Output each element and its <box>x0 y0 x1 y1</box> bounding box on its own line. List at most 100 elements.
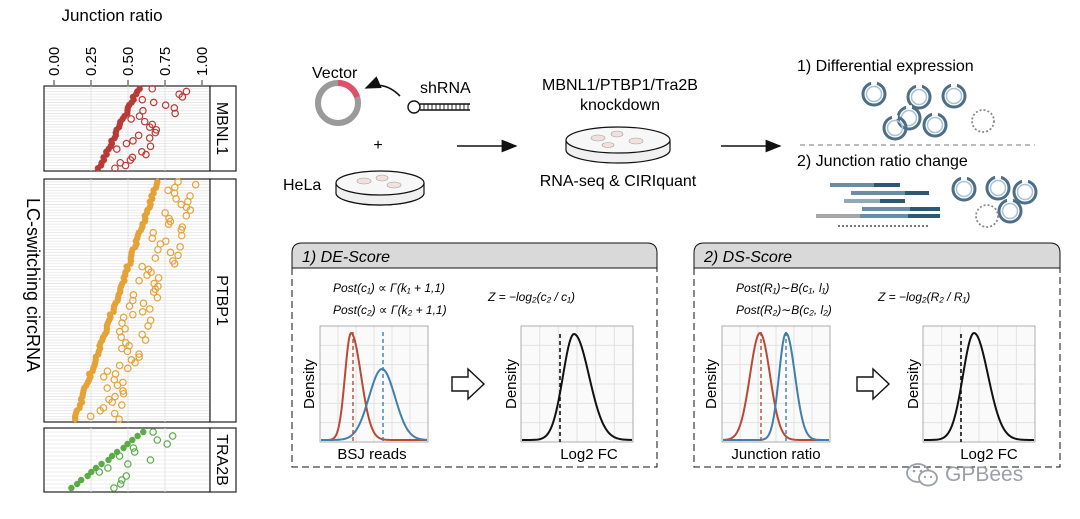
hollow-point <box>170 104 179 112</box>
filled-point <box>124 440 131 448</box>
hollow-point <box>186 192 194 200</box>
knockdown-dish-icon <box>565 126 671 164</box>
hollow-point <box>174 178 182 186</box>
hollow-point <box>135 353 143 361</box>
hollow-point <box>134 131 143 140</box>
facet-label: TRA2B <box>213 434 230 486</box>
circrna-ring-icon <box>922 112 948 138</box>
shrna-hairpin-icon <box>407 100 470 114</box>
de-formula-z: Z = −log₂(c₂ / c₁) <box>487 290 575 304</box>
circrna-ring-icon <box>975 204 999 228</box>
hollow-point <box>170 189 179 197</box>
facet-label: MBNL1 <box>213 102 230 155</box>
hollow-point <box>145 134 154 142</box>
hollow-point <box>168 432 177 440</box>
hollow-point <box>130 448 139 456</box>
hollow-point <box>129 137 137 145</box>
hollow-point <box>127 356 136 364</box>
filled-point <box>108 452 116 460</box>
watermark: GPBees <box>905 457 1065 493</box>
de-log2fc-curve <box>522 332 633 441</box>
sequencing-reads-icon <box>816 183 940 227</box>
hollow-point <box>153 436 162 444</box>
de-x-label-log2fc: Log2 FC <box>560 446 618 463</box>
filled-point <box>78 476 85 484</box>
filled-point <box>98 460 105 468</box>
de-density-label-b: Density <box>503 358 520 409</box>
ds-red-curve <box>722 331 829 441</box>
circrna-ring-icon <box>971 109 995 133</box>
watermark-text: GPBees <box>945 463 1024 486</box>
hollow-point <box>110 409 119 418</box>
plasmid-insert <box>337 80 360 99</box>
de-red-curve <box>321 331 427 441</box>
hollow-point <box>153 293 162 302</box>
hollow-point <box>169 257 177 265</box>
hollow-point <box>117 401 126 409</box>
hollow-point <box>191 180 200 189</box>
de-x-label-bsj-reads: BSJ reads <box>337 446 406 463</box>
circrna-ring-icon <box>906 84 932 110</box>
vector-label: Vector <box>312 65 358 82</box>
hollow-point <box>141 336 150 344</box>
hollow-point <box>145 305 154 313</box>
hollow-point <box>146 316 155 325</box>
facet-ptbp1: PTBP1 <box>43 178 237 423</box>
hollow-point <box>139 299 148 308</box>
de-formula-post-c1: Post(c₁) ∝ Γ(k₁ + 1,1) <box>333 281 445 295</box>
tick-label: 0.00 <box>46 47 63 76</box>
ds-x-label-log2fc: Log2 FC <box>960 446 1018 463</box>
hollow-point <box>140 117 149 126</box>
shrna-label: shRNA <box>420 80 471 97</box>
filled-point <box>73 480 81 488</box>
hollow-point <box>176 243 184 251</box>
ds-formula-z: Z = −log₂(R₂ / R₁) <box>877 290 970 304</box>
hollow-point <box>125 302 134 310</box>
axis-title-junction-ratio: Junction ratio <box>61 6 162 25</box>
de-blue-curve <box>321 367 428 441</box>
hollow-point <box>138 95 147 104</box>
circrna-rings-junction <box>951 175 1038 228</box>
hollow-point <box>148 120 157 129</box>
hela-label: HeLa <box>283 177 321 194</box>
facet-tra2b: TRA2B <box>43 427 237 493</box>
facet-mbnl1: MBNL1 <box>43 84 237 173</box>
hollow-point <box>124 460 132 468</box>
hollow-point <box>111 370 120 378</box>
hollow-point <box>129 310 137 319</box>
hollow-point <box>122 339 130 347</box>
hollow-point <box>119 387 127 395</box>
hollow-point <box>149 228 158 237</box>
hollow-point <box>122 139 131 148</box>
hollow-point <box>138 330 147 339</box>
hollow-point <box>119 378 127 387</box>
hollow-point <box>182 211 191 220</box>
hollow-point <box>139 106 147 115</box>
filled-point <box>136 85 143 92</box>
circrna-ring-icon <box>1012 179 1038 205</box>
hollow-point <box>99 372 108 381</box>
hollow-point <box>174 251 182 260</box>
hollow-point <box>161 237 170 245</box>
hollow-point <box>105 395 113 404</box>
ds-formula-post-r1: Post(R₁)∼B(c₁, l₁) <box>736 281 829 295</box>
hollow-point <box>127 115 135 123</box>
tick-label: 0.50 <box>120 47 137 76</box>
filled-point <box>154 178 161 186</box>
ds-score-box: 2) DS-Score Post(R₁)∼B(c₁, l₁) Post(R₂)∼… <box>693 242 1061 468</box>
hollow-point <box>118 344 126 353</box>
hollow-point <box>129 444 138 452</box>
hollow-point <box>154 274 163 282</box>
hollow-point <box>103 384 112 392</box>
hollow-point <box>164 186 172 195</box>
hollow-point <box>99 404 108 412</box>
hollow-point <box>166 248 175 257</box>
hollow-point <box>146 456 155 464</box>
ds-density-plot-log2fc <box>922 325 1036 443</box>
circrna-ring-icon <box>882 115 908 141</box>
ds-score-header <box>693 242 1061 269</box>
hollow-point <box>182 87 191 96</box>
filled-point <box>92 464 100 472</box>
